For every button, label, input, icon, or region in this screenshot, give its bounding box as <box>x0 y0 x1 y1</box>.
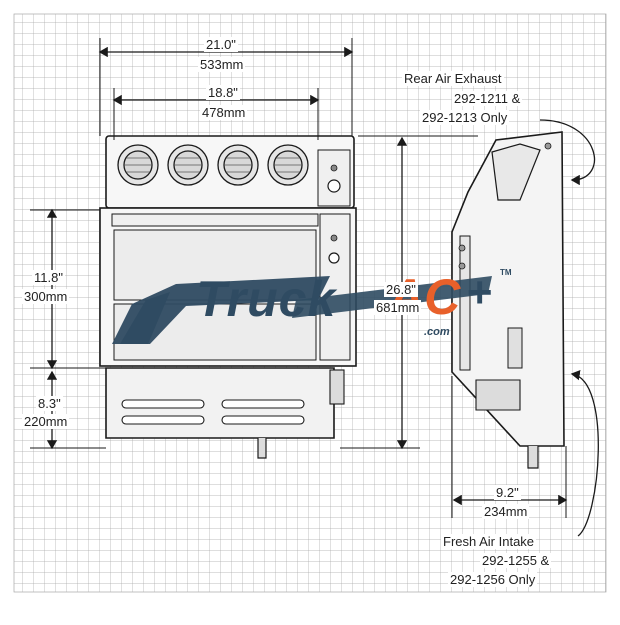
front-view-unit <box>99 135 357 459</box>
logo-tm-text: TM <box>500 268 512 277</box>
truckac-logo <box>112 276 492 344</box>
depth-mm-label: 234mm <box>482 504 530 519</box>
logo-truck-text: Truck <box>196 271 337 327</box>
side-view-unit <box>451 131 565 469</box>
rear-exhaust-note: 292-1213 Only <box>420 110 510 125</box>
callout-leaders <box>539 119 599 537</box>
rear-exhaust-title: Rear Air Exhaust <box>402 71 504 86</box>
lower-height-inches-label: 8.3" <box>36 396 63 411</box>
width-mm-label: 533mm <box>198 57 246 72</box>
total-height-inches-label: 26.8" <box>384 282 418 297</box>
total-height-mm-label: 681mm <box>374 300 422 315</box>
depth-inches-label: 9.2" <box>494 485 521 500</box>
upper-height-mm-label: 300mm <box>22 289 70 304</box>
logo-ac-text: AC <box>388 269 461 325</box>
logo-plus-text: + <box>466 268 492 317</box>
lower-height-mm-label: 220mm <box>22 414 70 429</box>
inner-width-inches-label: 18.8" <box>206 85 240 100</box>
width-inches-label: 21.0" <box>204 37 238 52</box>
inner-width-mm-label: 478mm <box>200 105 248 120</box>
logo-dotcom-text: .com <box>424 326 450 338</box>
fresh-intake-title: Fresh Air Intake <box>441 534 537 549</box>
upper-height-inches-label: 11.8" <box>32 270 65 285</box>
fresh-intake-note: 292-1256 Only <box>448 572 538 587</box>
fresh-intake-parts: 292-1255 & <box>480 553 552 568</box>
dimension-lines <box>30 38 568 518</box>
rear-exhaust-parts: 292-1211 & <box>452 91 523 106</box>
